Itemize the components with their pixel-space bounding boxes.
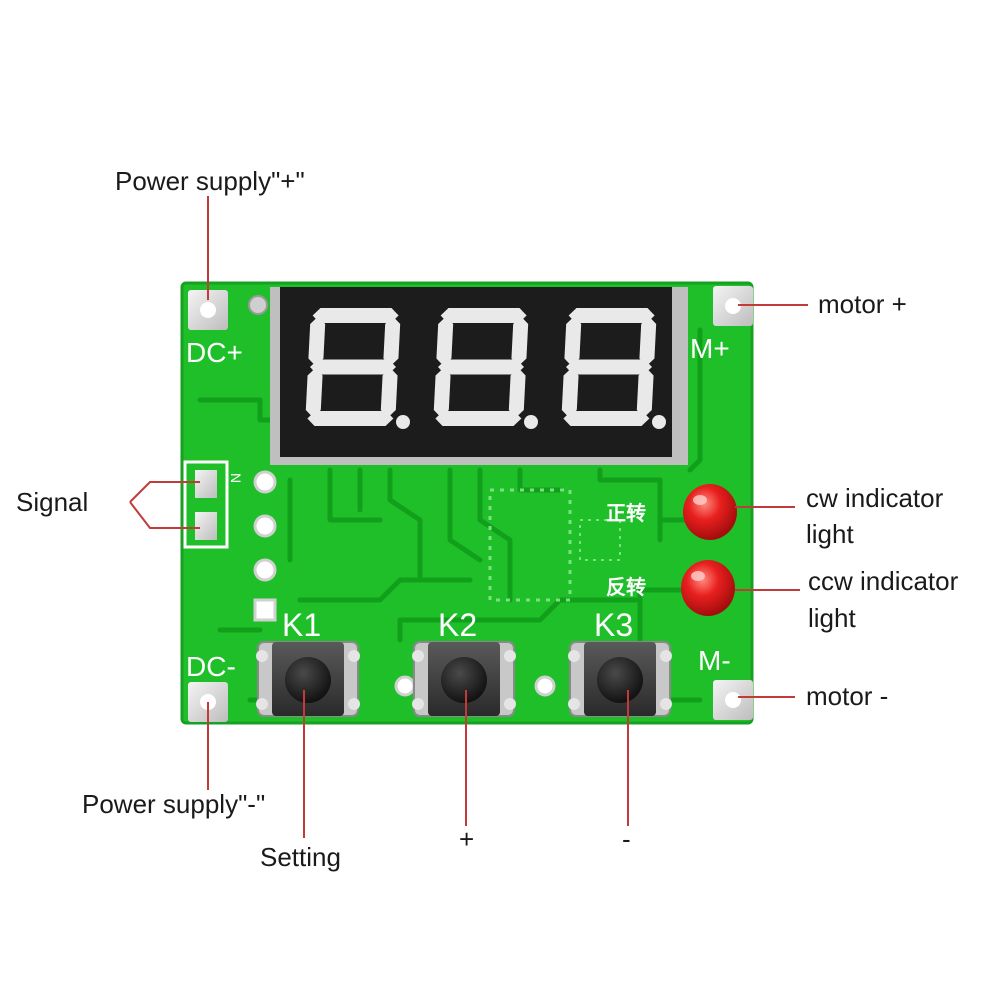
label-motor-plus: motor + (818, 289, 907, 319)
digit-1-segment-f (308, 316, 326, 366)
k2-button (412, 641, 516, 717)
digit-1-segment-c (380, 368, 398, 418)
callout-line-signal-bottom (129, 501, 200, 529)
label-power-supply-plus: Power supply"+" (115, 166, 305, 196)
via-holes (248, 295, 556, 697)
digit-2-segment-d (435, 411, 522, 426)
silk-m-plus: M+ (690, 333, 730, 364)
digit-2-segment-b (511, 316, 529, 366)
label-cw-line1: cw indicator (806, 483, 944, 513)
digit-2-segment-a (440, 308, 527, 323)
label-motor-minus: motor - (806, 681, 888, 711)
terminal-pads (188, 286, 753, 722)
digit-2-decimal-point (524, 415, 538, 429)
display-digits (305, 308, 666, 429)
label-plus: + (459, 824, 474, 854)
silk-m-minus: M- (698, 645, 731, 676)
silk-dc-minus: DC- (186, 651, 236, 682)
callout-line-signal-top (129, 481, 200, 503)
k2-button-cap (441, 657, 487, 703)
digit-2-segment-f (436, 316, 454, 366)
digit-1-decimal-point (396, 415, 410, 429)
signal-marker: N (228, 473, 244, 483)
callout-lines (129, 196, 808, 838)
seven-segment-display (270, 287, 688, 465)
digit-3-segment-b (639, 316, 657, 366)
digit-3-segment-e (561, 368, 579, 418)
signal-header: N (183, 460, 244, 549)
digit-3-segment-a (568, 308, 655, 323)
silk-k2: K2 (438, 607, 477, 643)
silk-k3: K3 (594, 607, 633, 643)
silk-dc-plus: DC+ (186, 337, 243, 368)
digit-1-segment-d (307, 411, 394, 426)
silk-ccw-cn: 反转 (606, 575, 646, 599)
silk-k1: K1 (282, 607, 321, 643)
digit-3-segment-g (566, 359, 652, 375)
k3-button (568, 641, 672, 717)
digit-3-segment-d (563, 411, 650, 426)
label-ccw-line1: ccw indicator (808, 566, 959, 596)
k3-button-cap (597, 657, 643, 703)
k1-button-cap (285, 657, 331, 703)
cw-indicator-led (683, 484, 737, 540)
label-ccw-line2: light (808, 603, 856, 633)
digit-3-decimal-point (652, 415, 666, 429)
label-setting: Setting (260, 842, 341, 872)
digit-3-segment-c (636, 368, 654, 418)
digit-3-segment-f (564, 316, 582, 366)
digit-2-segment-c (508, 368, 526, 418)
label-power-supply-minus: Power supply"-" (82, 789, 265, 819)
silk-cw-cn: 正转 (606, 501, 646, 525)
digit-1-segment-b (383, 316, 401, 366)
digit-1-segment-a (312, 308, 399, 323)
digit-1-segment-e (305, 368, 323, 418)
digit-2-segment-e (433, 368, 451, 418)
digit-1-segment-g (310, 359, 396, 375)
label-signal: Signal (16, 487, 88, 517)
label-cw-line2: light (806, 519, 854, 549)
ic-footprint (488, 488, 621, 602)
digit-2-segment-g (438, 359, 524, 375)
label-minus: - (622, 824, 631, 854)
ccw-indicator-led (681, 560, 735, 616)
k1-button (256, 641, 360, 717)
